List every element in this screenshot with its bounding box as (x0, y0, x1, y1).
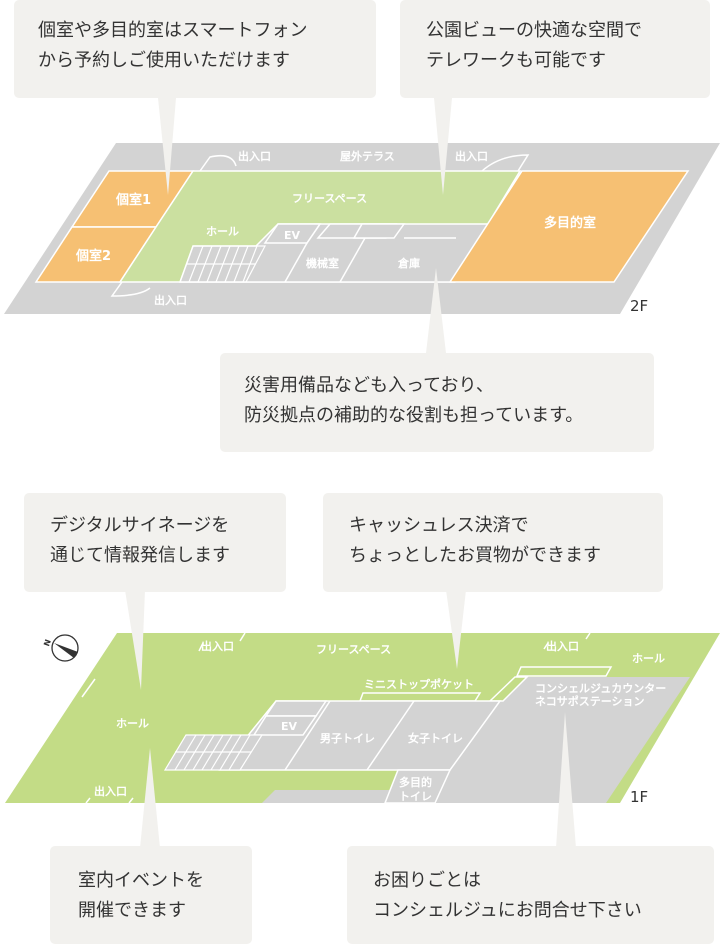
label-terrace: 屋外テラス (340, 149, 395, 163)
callout-text: デジタルサイネージを (50, 515, 230, 536)
label-hall-1f-left: ホール (116, 717, 149, 730)
bottom-strip (262, 790, 395, 803)
label-entrance-2f-tr: 出入口 (455, 149, 488, 163)
callout-text: 開催できます (78, 900, 186, 921)
floor-tag-1f: 1F (630, 788, 648, 806)
door-arc-bottom (110, 281, 151, 297)
callout-booking: 個室や多目的室はスマートフォン から予約しご使用いただけます (14, 0, 376, 98)
label-multi-toilet-1: 多目的 (399, 775, 432, 789)
callout-text: ちょっとしたお買物ができます (349, 545, 601, 566)
label-concierge-1: コンシェルジュカウンター (535, 682, 666, 695)
tail-2f-bottom (426, 268, 446, 353)
callout-text: 個室や多目的室はスマートフォン (38, 20, 308, 41)
callout-cashless: キャッシュレス決済で ちょっとしたお買物ができます (323, 493, 663, 592)
label-free-space-1f: フリースペース (316, 643, 391, 656)
callout-text: お困りごとは (373, 870, 481, 891)
label-hall-1f-right: ホール (632, 652, 665, 665)
label-concierge-2: ネコサポステーション (535, 694, 645, 708)
label-private-1: 個室1 (115, 192, 151, 208)
floor-2f-map: 個室1 個室2 フリースペース 多目的室 ホール EV 機械室 倉庫 屋外テラス… (4, 143, 720, 315)
callout-text: 公園ビューの快適な空間で (426, 20, 642, 41)
tail-2f-right (434, 98, 452, 195)
ev-1f-box (252, 715, 318, 736)
callout-text: キャッシュレス決済で (349, 515, 529, 536)
multi-toilet (383, 769, 452, 804)
north-arrow-compass-icon: N (42, 634, 79, 662)
callout-text: 災害用備品なども入っており、 (244, 375, 494, 396)
label-entrance-2f-bottom: 出入口 (154, 293, 187, 307)
door-marks-1f (81, 632, 591, 804)
callout-text: 室内イベントを (78, 870, 204, 891)
concierge-counter (515, 666, 613, 677)
stairs-2f (179, 245, 266, 283)
label-entrance-1f-tr: 出入口 (546, 639, 579, 653)
tail-1f-br (556, 712, 576, 848)
multi-purpose-room (448, 170, 690, 283)
callout-text: から予約しご使用いただけます (38, 50, 290, 71)
callout-events: 室内イベントを 開催できます (50, 846, 252, 944)
concierge-area (420, 677, 690, 803)
compass-north-label: N (42, 638, 53, 647)
callout-telework: 公園ビューの快適な空間で テレワークも可能です (400, 0, 710, 98)
ministop-pocket (358, 692, 482, 702)
callout-tails (125, 98, 576, 848)
floor-tag-2f: 2F (630, 297, 648, 315)
callout-text: コンシェルジュにお問合せ下さい (373, 900, 642, 921)
callout-concierge: お困りごとは コンシェルジュにお問合せ下さい (347, 846, 714, 944)
label-machine-room: 機械室 (306, 256, 339, 270)
label-multi-room: 多目的室 (544, 215, 596, 231)
label-hall-2f: ホール (206, 225, 239, 238)
tail-1f-tl (125, 590, 145, 690)
label-womens-toilet: 女子トイレ (408, 731, 463, 745)
label-private-2: 個室2 (75, 248, 111, 264)
tail-1f-bl (140, 748, 160, 848)
door-arc-top-right (481, 154, 530, 172)
core-box-b (352, 223, 406, 239)
callout-disaster: 災害用備品なども入っており、 防災拠点の補助的な役割も担っています。 (220, 353, 654, 452)
callout-text: 防災拠点の補助的な役割も担っています。 (244, 405, 584, 426)
label-storage: 倉庫 (397, 256, 420, 270)
label-ministop: ミニストップポケット (364, 677, 474, 691)
concierge-counter-side (488, 676, 529, 702)
label-entrance-2f-tl: 出入口 (238, 149, 271, 163)
label-entrance-1f-bottom: 出入口 (94, 784, 127, 798)
label-mens-toilet: 男子トイレ (320, 732, 375, 745)
label-ev-1f: EV (281, 720, 298, 733)
tail-2f-left (158, 98, 176, 195)
callout-signage: デジタルサイネージを 通じて情報発信します (24, 493, 286, 592)
tail-1f-tr (446, 590, 466, 669)
callout-text: 通じて情報発信します (50, 545, 230, 566)
stairs-1f (163, 734, 264, 771)
label-multi-toilet-2: トイレ (399, 790, 432, 803)
label-ev-2f: EV (284, 229, 301, 242)
label-free-space-2f: フリースペース (292, 192, 367, 205)
floor-1f-map: N フリースペース ホール ホール ミニストップポケット コンシェルジュカウンタ… (5, 632, 720, 806)
callout-text: テレワークも可能です (426, 50, 606, 71)
label-entrance-1f-tl: 出入口 (201, 639, 234, 653)
door-arc-top-left (199, 154, 237, 172)
ev-1f (264, 700, 328, 717)
